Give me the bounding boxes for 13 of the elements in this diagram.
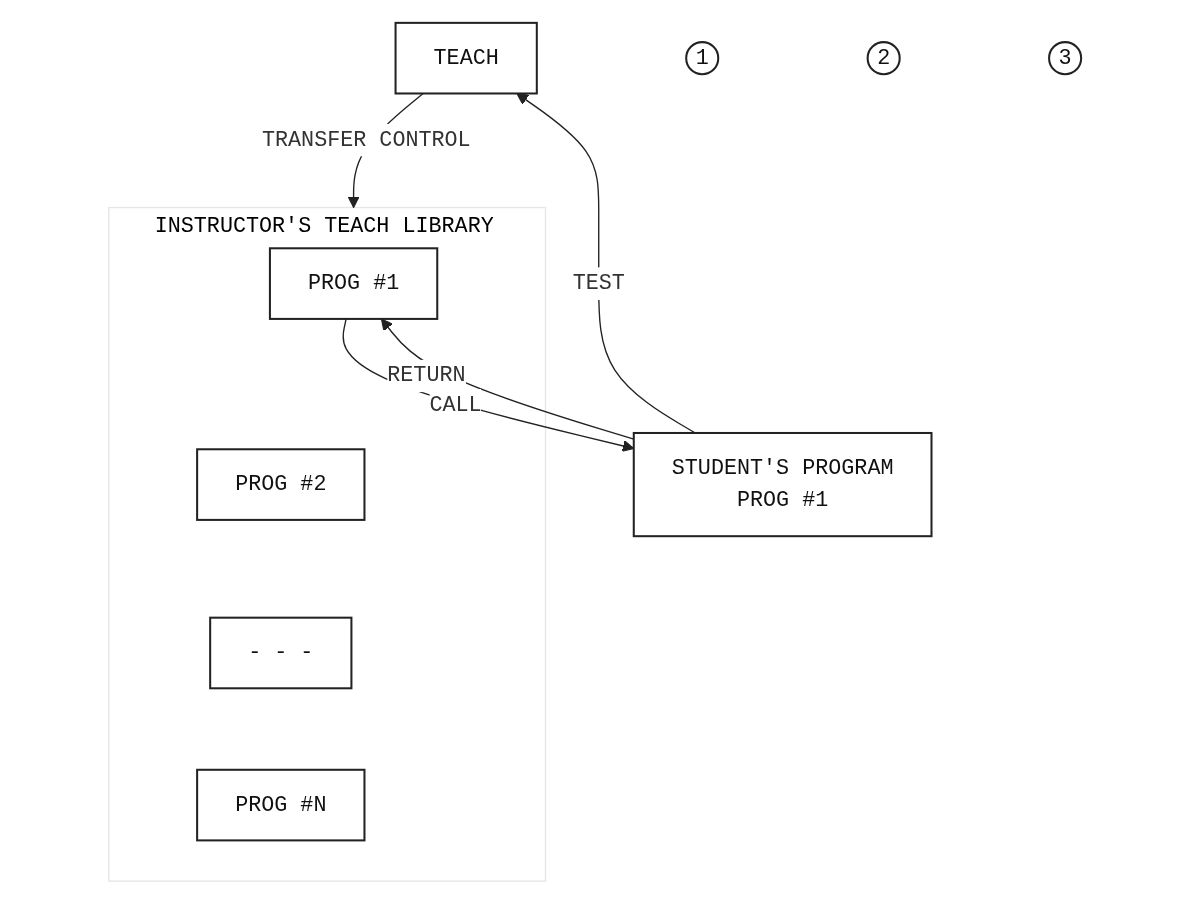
edge-label: TRANSFER CONTROL <box>261 127 471 152</box>
node-circle: 1 <box>684 40 719 75</box>
node-box: PROG #2 <box>195 447 365 521</box>
node-box: TEACH <box>394 21 538 94</box>
node-box: - - - <box>208 616 352 689</box>
edge-label: TEST <box>572 270 625 296</box>
node-circle: 3 <box>1047 40 1082 75</box>
node-box: STUDENT'S PROGRAM PROG #1 <box>632 431 932 537</box>
node-box: PROG #1 <box>268 246 438 320</box>
node-box: PROG #N <box>195 768 365 841</box>
node-circle: 2 <box>866 40 901 75</box>
edge-label: RETURN <box>386 363 466 388</box>
edge-label: CALL <box>428 392 482 418</box>
